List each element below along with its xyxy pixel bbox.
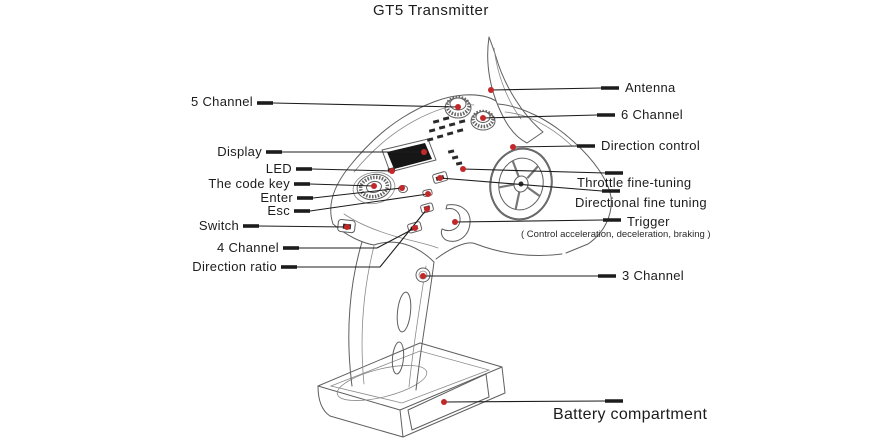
callout-dots <box>344 87 516 405</box>
button-grid <box>426 113 466 166</box>
label-5-channel: 5 Channel <box>191 94 253 109</box>
label-battery-compartment: Battery compartment <box>553 406 708 423</box>
label-directional-fine-tuning: Directional fine tuning <box>575 195 707 210</box>
battery-door <box>407 373 490 431</box>
callout-dot <box>455 104 461 110</box>
callout-dot <box>424 206 430 212</box>
diagram-title: GT5 Transmitter <box>373 2 489 19</box>
callout-dot <box>510 144 516 150</box>
label-4-channel: 4 Channel <box>217 240 279 255</box>
callout-dot <box>437 175 443 181</box>
leader-lines <box>243 86 623 403</box>
lcd-display <box>381 138 437 173</box>
label-6-channel: 6 Channel <box>621 107 683 122</box>
callout-dot <box>420 273 426 279</box>
label-direction-control: Direction control <box>601 138 701 153</box>
label-trigger: Trigger <box>627 214 670 229</box>
label-led: LED <box>265 161 292 176</box>
label-trigger-note: ( Control acceleration, deceleration, br… <box>521 229 711 240</box>
label-enter: Enter <box>260 190 293 205</box>
callout-dot <box>399 185 405 191</box>
callout-dot <box>421 149 427 155</box>
label-esc: Esc <box>267 203 290 218</box>
callout-dot <box>488 87 494 93</box>
label-direction-ratio: Direction ratio <box>192 259 277 274</box>
label-switch: Switch <box>198 218 239 233</box>
callout-dot <box>412 225 418 231</box>
callout-dot <box>389 168 395 174</box>
label-antenna: Antenna <box>625 80 676 95</box>
battery-base <box>317 342 506 438</box>
callout-dot <box>425 191 431 197</box>
label-throttle-fine-tuning: Throttle fine-tuning <box>577 175 692 190</box>
wheel-fender <box>497 103 612 254</box>
callout-dot <box>371 183 377 189</box>
wheel-spokes <box>498 160 541 210</box>
trigger-hook <box>440 204 471 242</box>
callout-dot <box>452 219 458 225</box>
callout-dot <box>344 224 350 230</box>
label-3-channel: 3 Channel <box>622 268 684 283</box>
label-display: Display <box>217 144 262 159</box>
trim-switches <box>407 171 449 234</box>
label-code-key: The code key <box>208 176 290 191</box>
callout-dot <box>480 115 486 121</box>
callout-dot <box>460 166 466 172</box>
callout-dot <box>441 399 447 405</box>
